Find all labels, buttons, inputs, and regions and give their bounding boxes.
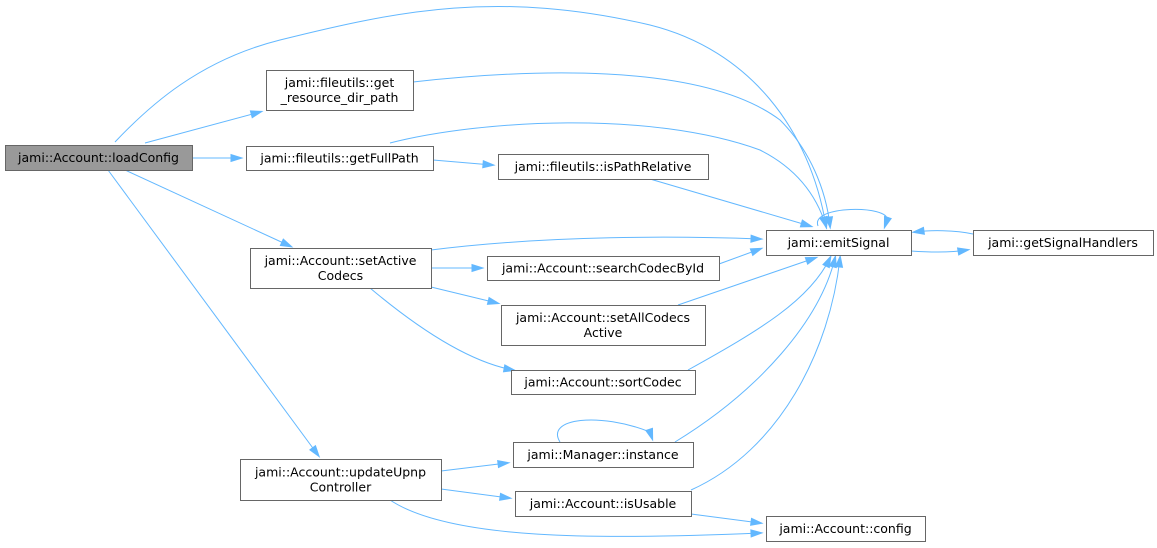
edge-loadConfig-to-setActiveCodecs bbox=[124, 169, 291, 247]
edge-loadConfig-to-updateUpnpController bbox=[107, 169, 319, 456]
edge-arrowhead bbox=[828, 254, 837, 269]
edge-updateUpnpController-to-config bbox=[389, 499, 761, 538]
edge-arrowhead bbox=[279, 238, 294, 248]
node-box bbox=[240, 459, 442, 501]
edge-setActiveCodecs-to-setAllCodecsActive bbox=[430, 286, 498, 304]
node-box bbox=[513, 442, 694, 468]
edge-isUsable-to-config bbox=[690, 513, 761, 524]
edge-arrowhead bbox=[750, 234, 764, 243]
node-label: jami::Account::sortCodec bbox=[523, 375, 681, 390]
edge-getFullPath-to-emitSignal bbox=[389, 122, 827, 227]
edge-arrowhead bbox=[822, 254, 832, 269]
node-label: _resource_dir_path bbox=[280, 90, 399, 105]
node-isPathRelative[interactable]: jami::fileutils::isPathRelative bbox=[498, 154, 709, 180]
node-label: Active bbox=[584, 325, 623, 340]
edge-isPathRelative-to-emitSignal bbox=[649, 178, 811, 227]
edge-arrowhead bbox=[749, 247, 764, 257]
node-box bbox=[487, 256, 720, 281]
edge-loadConfig-to-getResourceDirPath bbox=[144, 111, 261, 144]
edge-arrowhead bbox=[750, 529, 764, 538]
edges-layer bbox=[107, 6, 974, 538]
node-label: jami::Account::setActive bbox=[264, 253, 417, 268]
edge-arrowhead bbox=[824, 216, 834, 230]
node-emitSignal[interactable]: jami::emitSignal bbox=[766, 230, 912, 256]
node-managerInstance[interactable]: jami::Manager::instance bbox=[513, 442, 694, 468]
node-box bbox=[266, 70, 414, 111]
node-box bbox=[511, 370, 696, 395]
node-box bbox=[5, 145, 193, 171]
node-box bbox=[250, 248, 432, 289]
edge-managerInstance-to-managerInstance bbox=[557, 419, 653, 443]
edge-setAllCodecsActive-to-emitSignal bbox=[677, 257, 816, 306]
edge-updateUpnpController-to-isUsable bbox=[440, 488, 510, 499]
edge-sortCodec-to-emitSignal bbox=[687, 257, 831, 371]
node-label: jami::getSignalHandlers bbox=[987, 235, 1138, 250]
node-label: jami::Account::updateUpnp bbox=[254, 465, 426, 480]
edge-isUsable-to-emitSignal bbox=[690, 257, 841, 491]
edge-setActiveCodecs-to-emitSignal bbox=[430, 236, 761, 251]
edge-arrowhead bbox=[883, 215, 892, 230]
node-getSignalHandlers[interactable]: jami::getSignalHandlers bbox=[973, 230, 1154, 256]
edge-arrowhead bbox=[645, 427, 654, 442]
edge-arrowhead bbox=[249, 110, 264, 119]
edge-arrowhead bbox=[497, 459, 511, 469]
node-getResourceDirPath[interactable]: jami::fileutils::get_resource_dir_path bbox=[266, 70, 414, 111]
edge-arrowhead bbox=[819, 215, 828, 230]
node-box bbox=[973, 230, 1154, 256]
edge-arrowhead bbox=[804, 256, 819, 266]
edge-arrowhead bbox=[230, 153, 244, 163]
edge-arrowhead bbox=[482, 160, 496, 169]
node-box bbox=[501, 305, 706, 346]
edge-getResourceDirPath-to-emitSignal bbox=[412, 72, 831, 227]
node-box bbox=[766, 230, 912, 256]
edge-arrowhead bbox=[308, 444, 321, 458]
edge-arrowhead bbox=[471, 263, 485, 273]
node-getFullPath[interactable]: jami::fileutils::getFullPath bbox=[246, 146, 434, 171]
edge-arrowhead bbox=[750, 517, 764, 526]
nodes-layer: jami::Account::loadConfigjami::fileutils… bbox=[5, 70, 1154, 542]
node-label: jami::fileutils::getFullPath bbox=[259, 151, 418, 166]
edge-arrowhead bbox=[911, 226, 925, 235]
edge-updateUpnpController-to-managerInstance bbox=[440, 462, 508, 472]
node-box bbox=[515, 491, 692, 517]
node-label: jami::Account::searchCodecById bbox=[501, 261, 704, 276]
node-sortCodec[interactable]: jami::Account::sortCodec bbox=[511, 370, 696, 395]
edge-getFullPath-to-isPathRelative bbox=[432, 159, 493, 166]
edge-arrowhead bbox=[834, 254, 844, 268]
node-config[interactable]: jami::Account::config bbox=[766, 516, 926, 542]
edge-setActiveCodecs-to-sortCodec bbox=[369, 287, 514, 371]
node-label: jami::Manager::instance bbox=[526, 447, 678, 462]
edge-arrowhead bbox=[799, 219, 814, 228]
node-searchCodecById[interactable]: jami::Account::searchCodecById bbox=[487, 256, 720, 281]
node-box bbox=[246, 146, 434, 171]
edge-arrowhead bbox=[486, 296, 501, 305]
edge-loadConfig-to-emitSignal bbox=[114, 6, 827, 227]
node-loadConfig[interactable]: jami::Account::loadConfig bbox=[5, 145, 193, 171]
node-label: jami::Account::config bbox=[778, 521, 911, 536]
node-label: jami::Account::isUsable bbox=[529, 496, 677, 511]
node-label: jami::Account::setAllCodecs bbox=[515, 310, 690, 325]
node-label: Codecs bbox=[318, 268, 363, 283]
node-label: jami::fileutils::isPathRelative bbox=[514, 159, 692, 174]
edge-managerInstance-to-emitSignal bbox=[674, 257, 836, 443]
node-isUsable[interactable]: jami::Account::isUsable bbox=[515, 491, 692, 517]
node-label: jami::fileutils::get bbox=[284, 75, 395, 90]
node-box bbox=[766, 516, 926, 542]
edge-arrowhead bbox=[956, 247, 971, 256]
node-label: Controller bbox=[310, 480, 372, 495]
node-label: jami::emitSignal bbox=[787, 235, 890, 250]
node-box bbox=[498, 154, 709, 180]
edge-arrowhead bbox=[499, 492, 513, 501]
node-label: jami::Account::loadConfig bbox=[17, 150, 179, 165]
